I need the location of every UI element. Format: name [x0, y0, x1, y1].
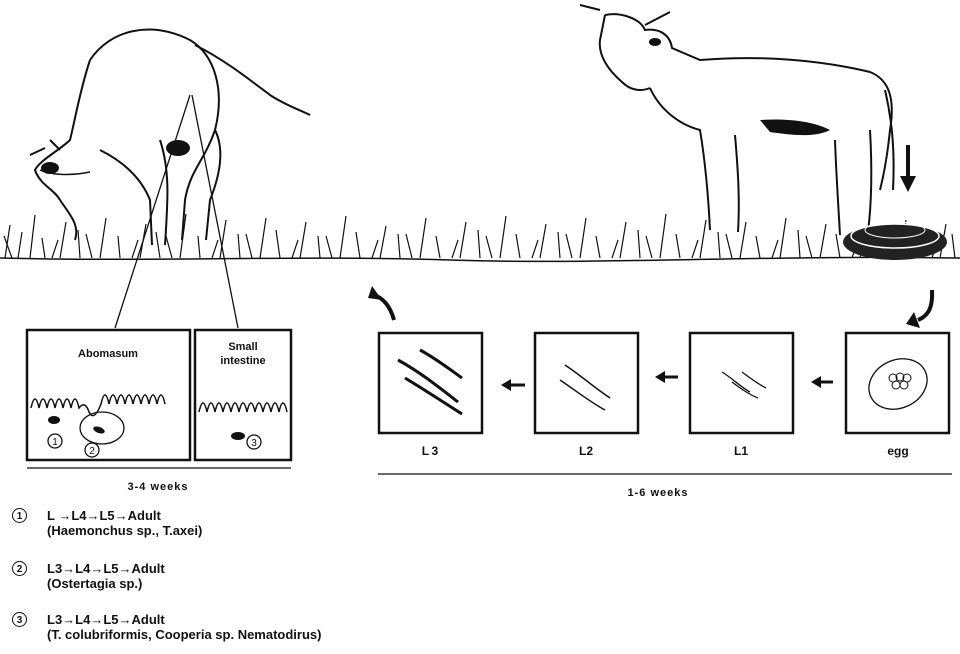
stage-box-egg: egg	[846, 333, 949, 458]
small-intestine-box: Small intestine 3	[195, 330, 291, 460]
grazing-cow-illustration	[30, 30, 310, 245]
legend-pathway-1: L →L4→L5→Adult	[47, 508, 202, 523]
small-intestine-label-2: intestine	[220, 355, 265, 367]
stage-label-l1: L1	[734, 444, 748, 458]
legend-species-3: (T. colubriformis, Cooperia sp. Nematodi…	[47, 627, 321, 642]
standing-cow-illustration	[580, 5, 894, 235]
marker-2: 2	[89, 446, 95, 457]
legend-number-2: 2	[12, 561, 27, 576]
stage-label-egg: egg	[887, 444, 908, 458]
legend-number-3: 3	[12, 612, 27, 627]
legend-number-1: 1	[12, 508, 27, 523]
stage-label-l3: L 3	[422, 444, 439, 458]
marker-1: 1	[52, 437, 58, 448]
duration-host: 3-4 weeks	[27, 468, 291, 493]
arrow-l3-to-pasture	[368, 286, 394, 320]
stage-box-l2: L2	[535, 333, 638, 458]
stage-box-l1: L1	[690, 333, 793, 458]
legend-pathway-2: L3→L4→L5→Adult	[47, 561, 165, 576]
free-living-duration-label: 1-6 weeks	[628, 487, 689, 499]
marker-3: 3	[251, 438, 257, 449]
duration-free-living: 1-6 weeks	[378, 474, 952, 499]
pointer-lines	[115, 95, 238, 328]
small-intestine-label-1: Small	[228, 341, 257, 353]
legend-species-2: (Ostertagia sp.)	[47, 576, 165, 591]
abomasum-label: Abomasum	[78, 348, 138, 360]
arrow-cow-to-dung	[900, 145, 916, 192]
host-duration-label: 3-4 weeks	[128, 481, 189, 493]
arrow-l1-to-l2	[655, 371, 678, 383]
legend-species-1: (Haemonchus sp., T.axei)	[47, 523, 202, 538]
stage-box-l3: L 3	[379, 333, 482, 458]
dung-pat	[843, 222, 947, 260]
arrow-egg-to-l1	[811, 376, 833, 388]
stage-label-l2: L2	[579, 444, 593, 458]
cow-markings	[649, 38, 830, 135]
arrow-dung-to-egg	[906, 290, 932, 328]
legend-pathway-3: L3→L4→L5→Adult	[47, 612, 321, 627]
abomasum-box: Abomasum 1 2	[27, 330, 190, 460]
arrow-l2-to-l3	[501, 379, 525, 391]
